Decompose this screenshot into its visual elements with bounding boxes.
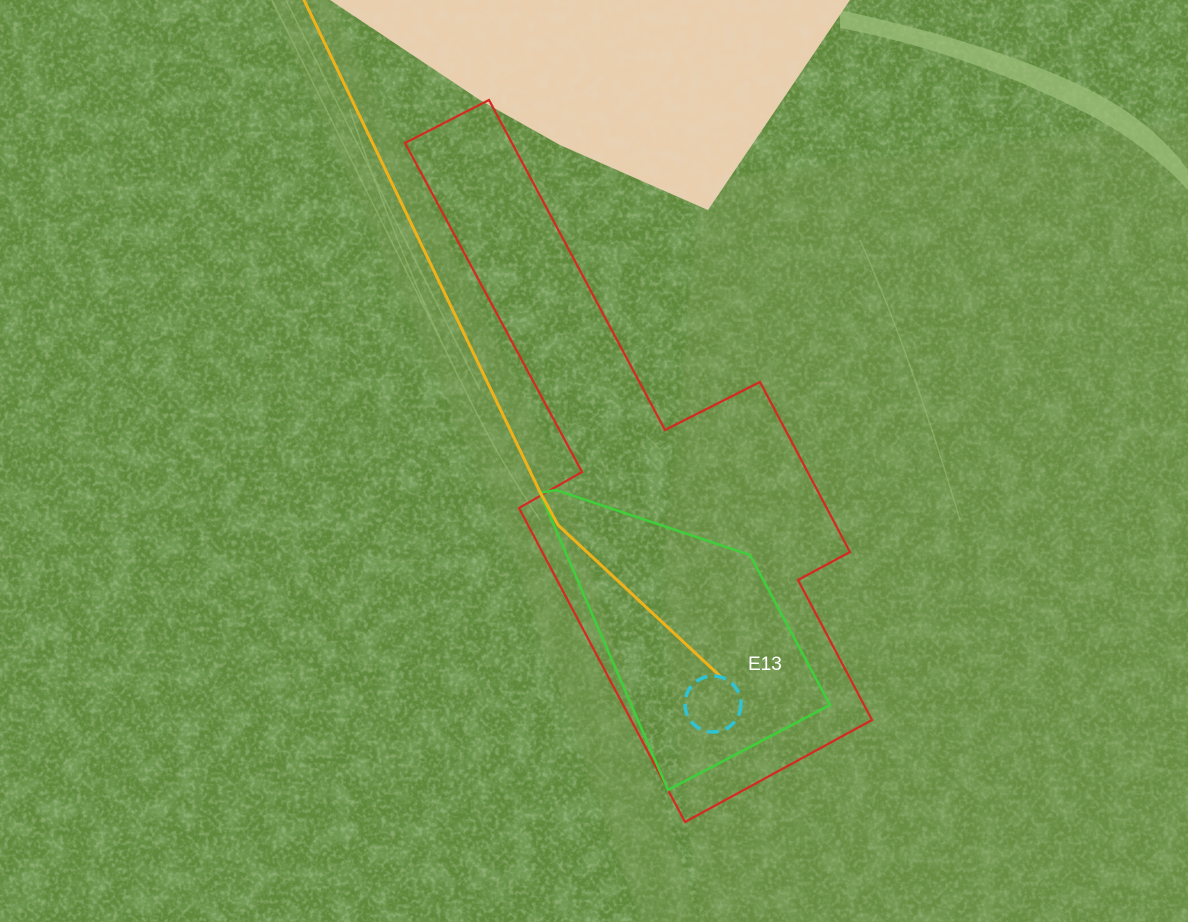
access-track bbox=[302, 0, 722, 678]
vehicle-tracks bbox=[271, 0, 961, 521]
cleared-corridor bbox=[270, 0, 700, 922]
pasture-area bbox=[660, 120, 1188, 922]
drainage-channel bbox=[840, 10, 1188, 190]
turbine-label: E13 bbox=[748, 654, 782, 675]
turbine-marker[interactable] bbox=[683, 674, 743, 734]
hardstand-boundary bbox=[538, 488, 832, 792]
